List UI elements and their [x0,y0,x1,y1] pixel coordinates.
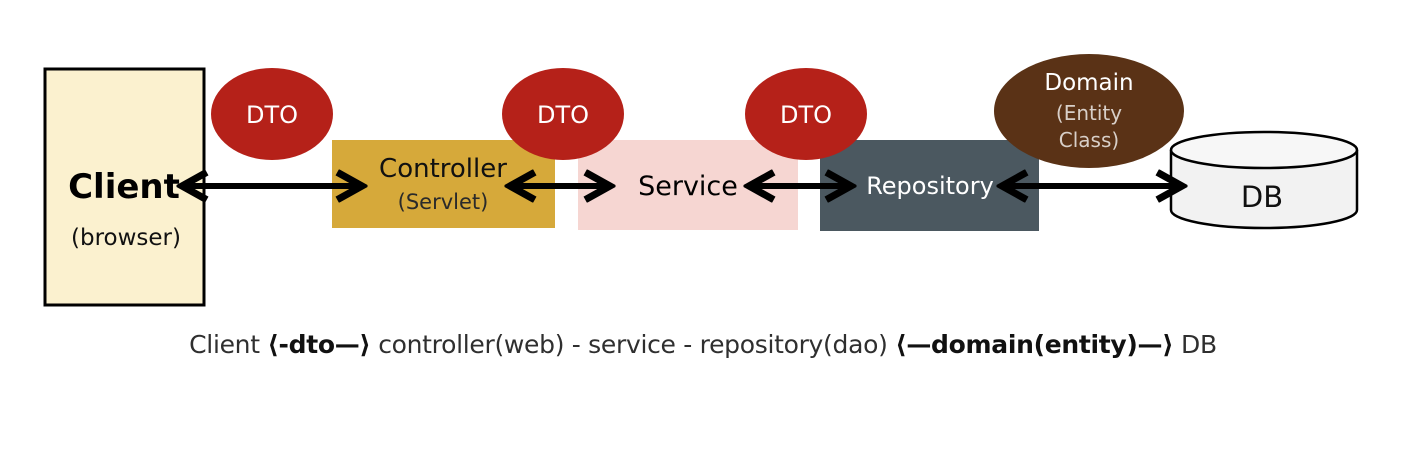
service-title: Service [638,171,738,202]
db-title: DB [1241,180,1283,214]
dto-badge-1-label: DTO [246,101,298,129]
client-subtitle: (browser) [71,225,181,251]
architecture-diagram: Client (browser) Controller (Servlet) Se… [43,54,1359,307]
domain-badge-title: Domain [1044,70,1133,96]
dto-badge-2-label: DTO [537,101,589,129]
dto-badge-1 [211,68,333,160]
controller-subtitle: (Servlet) [398,190,489,214]
repository-title: Repository [866,172,994,200]
diagram-caption: Client ⟨-dto—⟩ controller(web) - service… [0,330,1406,359]
caption-part-5: DB [1173,330,1217,359]
caption-part-1: Client [189,330,268,359]
dto-badge-3 [745,68,867,160]
dto-badge-3-label: DTO [780,101,832,129]
domain-badge [994,54,1184,168]
dto-badge-2 [502,68,624,160]
caption-dto-arrow: ⟨-dto—⟩ [267,330,371,359]
caption-domain-arrow: ⟨—domain(entity)—⟩ [895,330,1174,359]
controller-title: Controller [379,154,507,184]
caption-part-3: controller(web) - service - repository(d… [370,330,896,359]
domain-badge-line2: (Entity [1056,101,1122,125]
client-title: Client [68,167,180,207]
db-cylinder [1169,130,1359,230]
domain-badge-line3: Class) [1059,128,1119,152]
